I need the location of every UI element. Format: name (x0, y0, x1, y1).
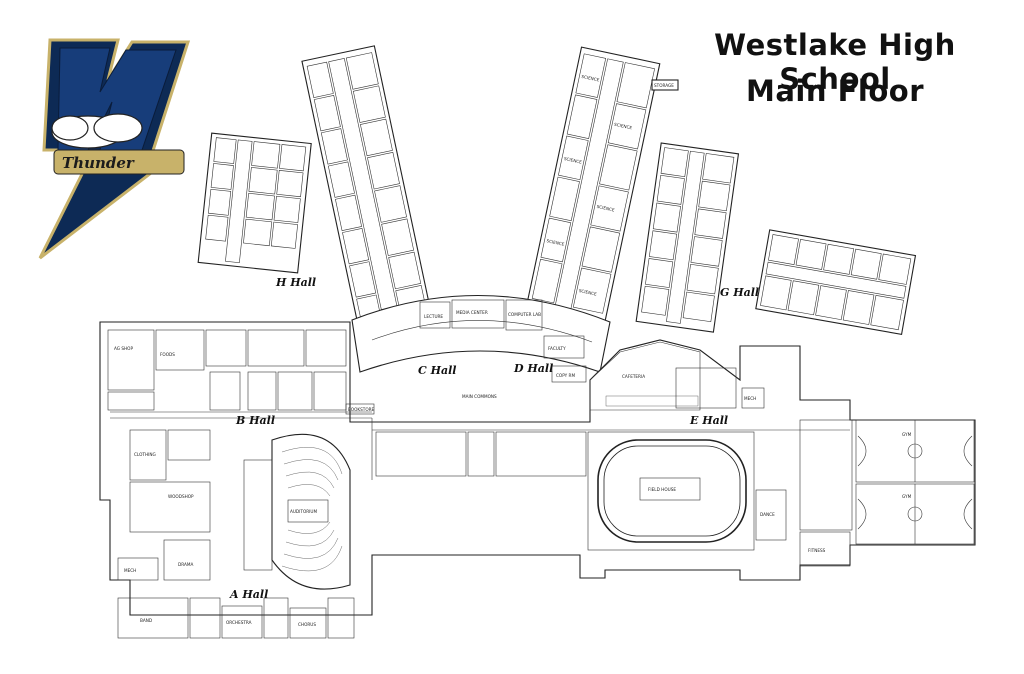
central-arc: MEDIA CENTER LECTURE COMPUTER LAB FACULT… (351, 294, 611, 383)
auditorium (243, 433, 351, 590)
room-science-1: SCIENCE (581, 74, 600, 83)
map-title-line1: Westlake High School (714, 28, 956, 96)
hall-label-d: D Hall (513, 362, 553, 375)
room-orchestra: ORCHESTRA (226, 620, 252, 625)
room-dance: DANCE (760, 512, 775, 517)
room-ag-shop: AG SHOP (114, 346, 133, 351)
hall-label-e: E Hall (689, 414, 728, 427)
room-auditorium: AUDITORIUM (290, 509, 317, 514)
hall-label-a: A Hall (229, 588, 268, 601)
room-computer-lab: COMPUTER LAB (508, 312, 541, 317)
room-drama: DRAMA (178, 562, 193, 567)
map-title-line2: Main Floor (745, 74, 924, 108)
room-field-house: FIELD HOUSE (648, 487, 676, 492)
g-hall-block-2 (755, 229, 917, 336)
room-science-2: SCIENCE (614, 122, 633, 131)
room-bookstore: BOOKSTORE (348, 407, 375, 412)
room-main-commons: MAIN COMMONS (462, 394, 497, 399)
room-clothing: CLOTHING (134, 452, 156, 457)
h-hall-block (197, 132, 312, 274)
room-gym-2: GYM (902, 494, 912, 499)
room-storage: STORAGE (654, 83, 674, 88)
room-foods: FOODS (160, 352, 175, 357)
hall-label-b: B Hall (235, 414, 275, 427)
room-science-4: SCIENCE (596, 204, 615, 213)
room-band: BAND (140, 618, 152, 623)
room-science-6: SCIENCE (578, 288, 597, 297)
hall-label-c: C Hall (418, 364, 456, 377)
cafeteria (589, 341, 737, 411)
hall-label-g: G Hall (720, 286, 759, 299)
b-hall-area (107, 329, 347, 411)
room-mech-right: MECH (744, 396, 756, 401)
room-media-center: MEDIA CENTER (456, 310, 488, 315)
room-gym-1: GYM (902, 432, 912, 437)
left-lower-rooms (117, 429, 211, 581)
hall-label-h: H Hall (275, 276, 316, 289)
g-hall-block-1 (635, 142, 740, 333)
center-lower-rooms (375, 431, 587, 477)
logo-word: Thunder (62, 154, 135, 172)
a-hall-block (117, 597, 355, 639)
d-hall-wing: SCIENCE SCIENCE SCIENCE SCIENCE SCIENCE … (518, 46, 661, 358)
room-mech-left: MECH (124, 568, 136, 573)
room-woodshop: WOODSHOP (168, 494, 194, 499)
field-house (587, 431, 755, 551)
room-cafeteria: CAFETERIA (622, 374, 645, 379)
room-fitness: FITNESS (808, 548, 826, 553)
room-science-3: SCIENCE (563, 156, 582, 165)
room-copy-rm: COPY RM (556, 373, 575, 378)
room-lecture: LECTURE (424, 314, 443, 319)
gym-area (755, 419, 975, 567)
lightning-w-logo: Thunder (38, 38, 191, 260)
room-faculty: FACULTY (548, 346, 566, 351)
room-chorus: CHORUS (298, 622, 316, 627)
room-science-5: SCIENCE (546, 238, 565, 247)
